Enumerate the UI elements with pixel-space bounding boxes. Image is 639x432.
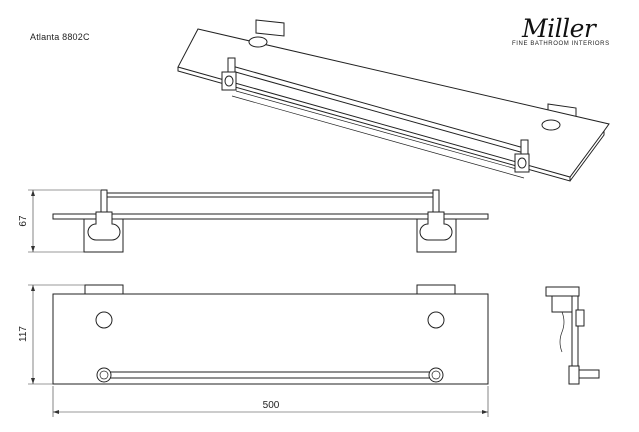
front-glass-shelf xyxy=(52,213,489,220)
iso-wall-bracket-left xyxy=(255,19,285,37)
plan-view: 117 500 xyxy=(18,284,489,417)
plan-mount-disc-right xyxy=(427,311,445,329)
plan-mount-disc-left xyxy=(95,311,113,329)
iso-rail-shadow xyxy=(231,95,525,179)
front-clamp-left xyxy=(87,211,121,241)
side-wall-plate xyxy=(545,286,580,297)
depth-dimension-label: 117 xyxy=(18,326,29,342)
front-rail-post-left xyxy=(100,189,108,215)
side-rail-end xyxy=(578,369,600,379)
plan-rail-end-right xyxy=(428,367,444,383)
brand-logo: Miller xyxy=(522,14,596,43)
iso-mount-disc-left xyxy=(248,36,268,48)
height-dimension-label: 67 xyxy=(18,215,29,227)
side-rail-post xyxy=(568,365,580,385)
front-clamp-right xyxy=(419,211,453,241)
iso-glass-shelf xyxy=(177,28,610,178)
iso-gallery-rail xyxy=(231,65,525,149)
brand-tagline: FINE BATHROOM INTERIORS xyxy=(512,41,610,47)
iso-shelf-edge xyxy=(177,67,571,182)
side-view xyxy=(545,286,600,385)
front-elevation: 67 xyxy=(18,189,489,253)
iso-mount-disc-right xyxy=(541,119,561,131)
plan-wall-bracket-left xyxy=(84,284,124,295)
plan-rail-end-left xyxy=(96,367,112,383)
plan-glass-shelf xyxy=(52,293,489,385)
product-code-label: Atlanta 8802C xyxy=(30,32,90,42)
side-clamp xyxy=(551,295,575,313)
isometric-view xyxy=(177,19,610,182)
side-lower-clamp xyxy=(575,309,585,327)
width-dimension-label: 500 xyxy=(263,400,280,411)
plan-wall-bracket-right xyxy=(416,284,456,295)
front-rail-post-right xyxy=(432,189,440,215)
